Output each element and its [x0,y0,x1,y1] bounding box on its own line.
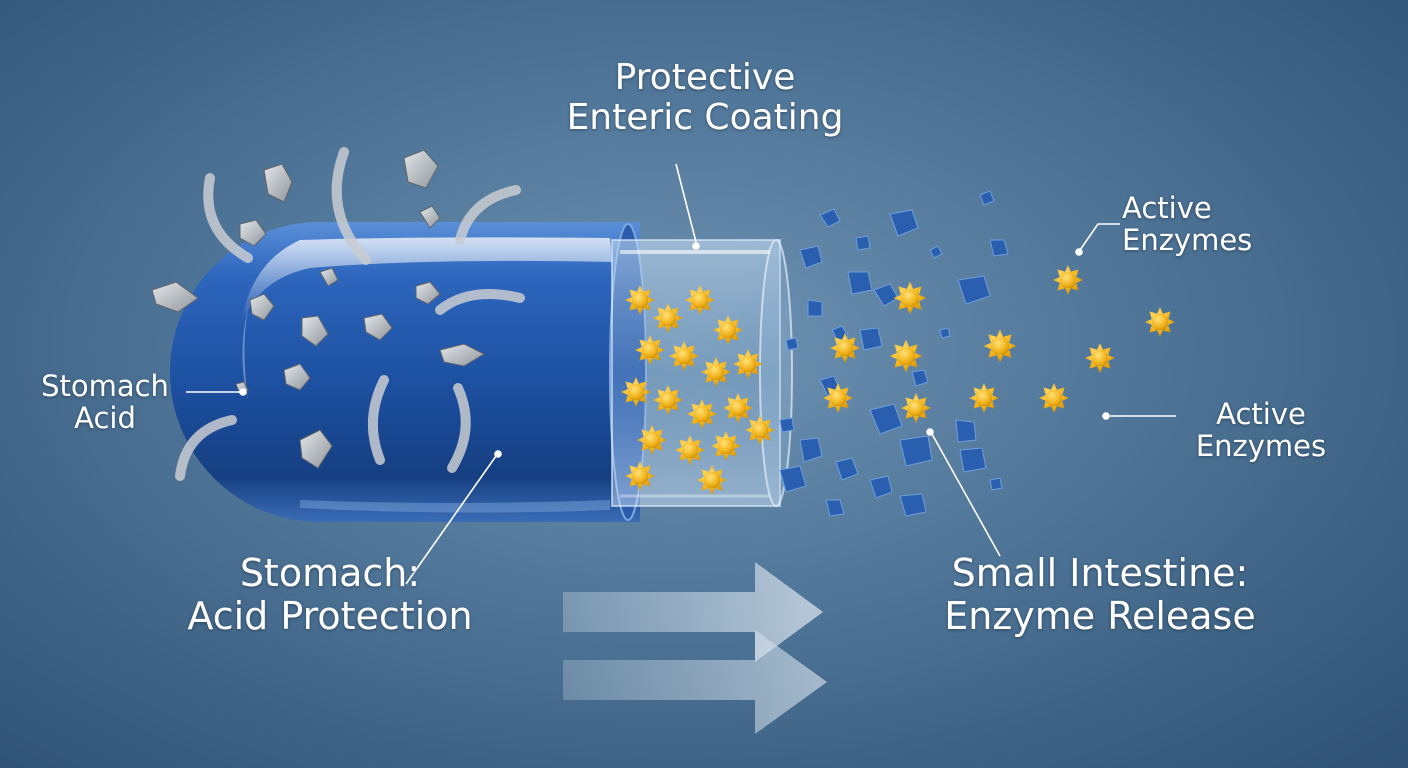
acid-swirl-icon [175,147,525,481]
protective-coating-label: Protective Enteric Coating [540,57,870,139]
stomach-phase-line2: Acid Protection [187,593,473,638]
intestine-phase-line2: Enzyme Release [944,593,1256,638]
flow-arrow-icon [563,562,827,734]
stomach-phase-line1: Stomach: [239,551,421,595]
intestine-phase-label: Small Intestine: Enzyme Release [930,552,1270,637]
active-enzymes-top-line1: Active [1122,191,1212,225]
protective-coating-line2: Enteric Coating [566,97,844,139]
active-enzymes-top-line2: Enzymes [1122,223,1253,258]
coating-fragment-icon [779,190,1009,517]
active-enzymes-right-line1: Active [1216,397,1306,431]
active-enzymes-right-label: Active Enzymes [1176,398,1346,463]
stomach-acid-line1: Stomach [41,369,169,403]
active-enzymes-top-label: Active Enzymes [1122,192,1252,257]
active-enzymes-right-line2: Enzymes [1195,429,1327,464]
intestine-phase-line1: Small Intestine: [951,551,1249,595]
stomach-acid-line2: Acid [74,401,136,436]
stomach-phase-label: Stomach: Acid Protection [160,552,500,637]
protective-coating-line1: Protective [614,57,796,98]
stomach-acid-label: Stomach Acid [20,370,190,435]
acid-swirl-icon [151,149,486,469]
leader-lines [186,163,1176,585]
